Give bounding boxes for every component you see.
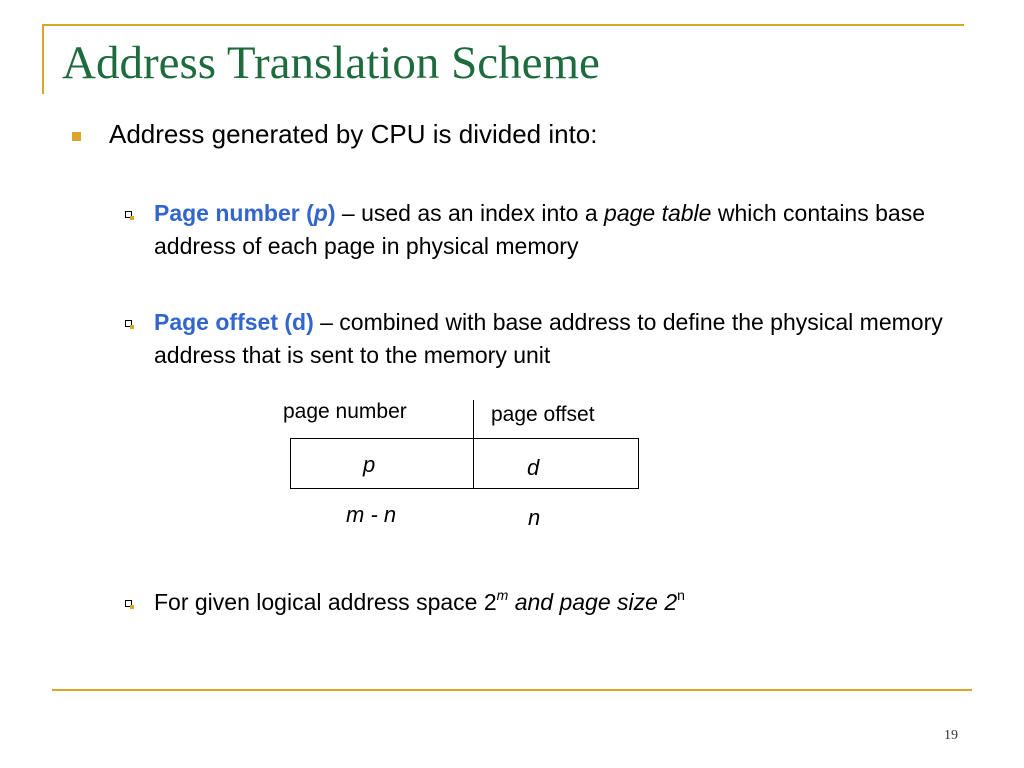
square-bullet-icon [72, 132, 81, 141]
page-number-bits: m - n [346, 502, 397, 527]
main-bullet-text: Address generated by CPU is divided into… [109, 119, 598, 149]
page-offset-bullet: Page offset (d) – combined with base add… [154, 309, 943, 368]
page-number-term: Page number (p) [154, 200, 336, 226]
hollow-square-bullet-icon [125, 600, 134, 609]
hollow-square-bullet-icon [125, 211, 134, 220]
page-number-bullet: Page number (p) – used as an index into … [154, 200, 925, 259]
page-offset-term: Page offset (d) [154, 309, 314, 335]
page-number-value: p [363, 452, 376, 477]
page-number-header: page number [283, 400, 407, 423]
page-offset-value: d [527, 455, 540, 480]
slide-page-number: 19 [944, 728, 958, 743]
page-offset-bits: n [528, 505, 541, 530]
page-table-term: page table [604, 200, 712, 226]
address-format-box [290, 438, 639, 489]
left-frame-rule [42, 24, 44, 94]
footer-rule [52, 689, 972, 691]
slide-title: Address Translation Scheme [62, 37, 600, 89]
page-offset-header: page offset [491, 403, 595, 426]
top-frame-rule [42, 24, 964, 26]
address-space-bullet: For given logical address space 2m and p… [154, 587, 685, 615]
hollow-square-bullet-icon [125, 320, 134, 329]
address-field-divider [473, 400, 474, 488]
